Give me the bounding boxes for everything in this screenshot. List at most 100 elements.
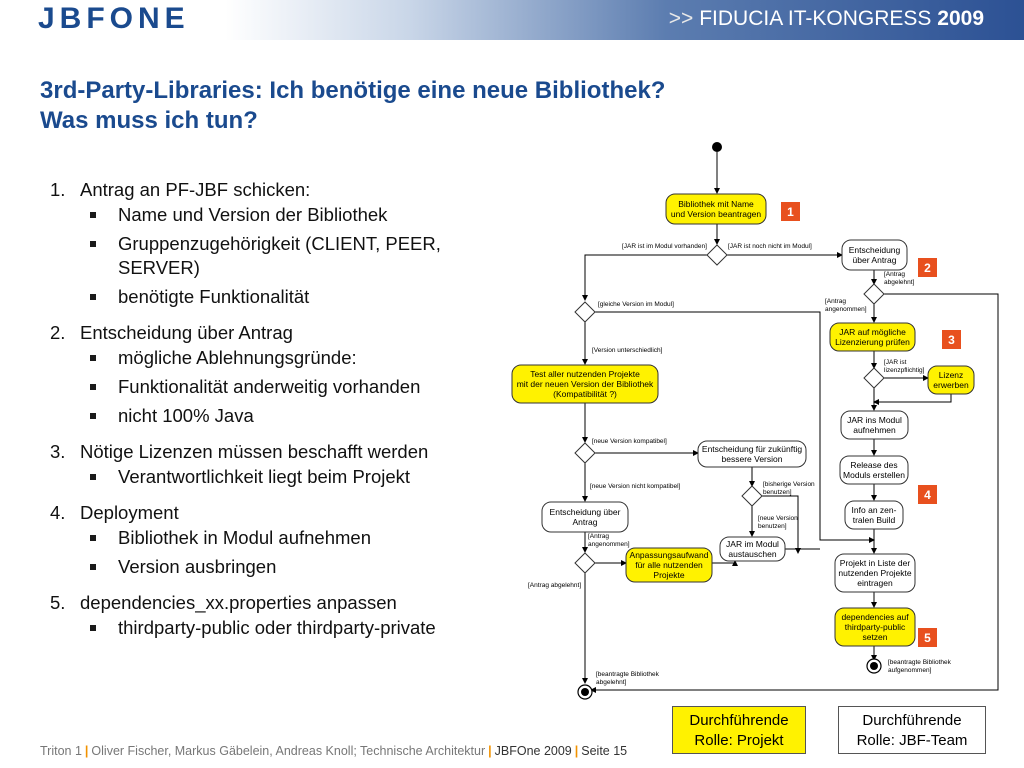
footer-event: JBFOne 2009: [494, 744, 572, 758]
steps-list: 1.Antrag an PF-JBF schicken:Name und Ver…: [50, 176, 510, 650]
activity-node-lizenz: [927, 365, 975, 395]
footer-authors: Oliver Fischer, Markus Gäbelein, Andreas…: [91, 744, 486, 758]
bullet-text: nicht 100% Java: [118, 405, 254, 426]
bullet-square-icon: [90, 413, 96, 419]
guard-label-neue-nicht-kompatibel: [neue Version nicht kompatibel]: [590, 483, 681, 490]
bullet-item: benötigte Funktionalität: [50, 285, 510, 309]
activity-node-jar-modul-aufnehmen: [840, 410, 909, 440]
guard-label-antrag-abgelehnt2: [Antrag abgelehnt]: [528, 582, 581, 589]
bullet-item: Verantwortlichkeit liegt beim Projekt: [50, 465, 510, 489]
congress-name: FIDUCIA IT-KONGRESS: [699, 7, 932, 30]
guard-label-jar-nicht-vorhanden: [JAR ist noch nicht im Modul]: [728, 243, 812, 250]
step-number: 4.: [50, 502, 66, 523]
bullet-item: Gruppenzugehörigkeit (CLIENT, PEER, SERV…: [50, 232, 510, 280]
step-title: 3.Nötige Lizenzen müssen beschafft werde…: [50, 438, 510, 465]
step-title-text: Entscheidung über Antrag: [80, 322, 293, 343]
activity-node-info: [844, 500, 904, 530]
footer-separator: |: [488, 744, 492, 758]
congress-title: >>FIDUCIA IT-KONGRESS 2009: [669, 7, 984, 31]
activity-node-entscheidung-antrag2: [541, 501, 629, 533]
step-title-text: dependencies_xx.properties anpassen: [80, 592, 397, 613]
bullet-square-icon: [90, 241, 96, 247]
bullet-text: mögliche Ablehnungsgründe:: [118, 347, 357, 368]
decision-antrag2: [574, 552, 596, 574]
step-badge-number: 5: [924, 631, 931, 645]
step-title: 5.dependencies_xx.properties anpassen: [50, 589, 510, 616]
slide-title-line1: 3rd-Party-Libraries: Ich benötige eine n…: [40, 77, 666, 104]
bullet-square-icon: [90, 384, 96, 390]
footer-separator: |: [84, 744, 89, 758]
bullet-item: Version ausbringen: [50, 555, 510, 579]
bullet-text: Version ausbringen: [118, 556, 277, 577]
bullet-square-icon: [90, 355, 96, 361]
step-badge-2: [918, 258, 937, 277]
step-badge-5: [918, 628, 937, 647]
decision-jar-vorhanden: [706, 244, 728, 266]
bullet-text: thirdparty-public oder thirdparty-privat…: [118, 617, 436, 638]
decision-antrag: [863, 283, 885, 305]
activity-node-projekt-liste: [834, 553, 916, 593]
bullet-item: nicht 100% Java: [50, 404, 510, 428]
legend-line: Rolle: JBF-Team: [856, 732, 968, 749]
footer-page: Seite 15: [581, 744, 628, 758]
step-2: 2. Entscheidung über Antrag mögliche Ableh…: [50, 319, 510, 428]
step-3: 3.Nötige Lizenzen müssen beschafft werde…: [50, 438, 510, 489]
slide-title-line2: Was muss ich tun?: [40, 107, 258, 134]
step-title: 1.Antrag an PF-JBF schicken:: [50, 176, 510, 203]
guard-label-gleiche-version: [gleiche Version im Modul]: [598, 301, 674, 308]
step-badge-number: 1: [787, 205, 794, 219]
activity-node-test: [511, 364, 659, 404]
start-node: [712, 142, 722, 152]
step-title: 4.Deployment: [50, 499, 510, 526]
activity-node-release: [839, 455, 909, 485]
flow-edge: [582, 254, 707, 301]
decision-kompatibel: [574, 442, 596, 464]
bullet-text: Verantwortlichkeit liegt beim Projekt: [118, 466, 411, 487]
bullet-item: Funktionalität anderweitig vorhanden: [50, 375, 510, 399]
flow-edge: [590, 293, 999, 693]
bullet-square-icon: [90, 294, 96, 300]
legend-line: Durchführende: [689, 712, 789, 729]
bullet-item: mögliche Ablehnungsgründe:: [50, 346, 510, 370]
activity-node-jar-austauschen: [719, 536, 786, 562]
footer-separator: |: [574, 744, 579, 758]
decision-version: [741, 485, 763, 507]
step-number: 1.: [50, 179, 66, 200]
step-badge-number: 3: [948, 333, 955, 347]
step-badge-3: [942, 330, 961, 349]
header-banner: JBFONE >>FIDUCIA IT-KONGRESS 2009: [0, 0, 1024, 40]
flow-edge: [762, 495, 801, 554]
flow-edge: [873, 394, 952, 405]
guard-label-jar-vorhanden: [JAR ist im Modul vorhanden]: [622, 243, 707, 250]
activity-node-entscheidung-antrag: [841, 239, 908, 271]
step-number: 2.: [50, 322, 66, 343]
bullet-square-icon: [90, 212, 96, 218]
footer-part1: Triton 1: [40, 744, 82, 758]
bullet-square-icon: [90, 625, 96, 631]
footer: Triton 1|Oliver Fischer, Markus Gäbelein…: [40, 744, 627, 758]
legend-line: Rolle: Projekt: [694, 732, 784, 749]
bullet-text: Name und Version der Bibliothek: [118, 204, 388, 225]
flow-edge: [595, 311, 875, 543]
jbfone-logo: JBFONE: [38, 2, 190, 35]
bullet-text: Funktionalität anderweitig vorhanden: [118, 376, 421, 397]
